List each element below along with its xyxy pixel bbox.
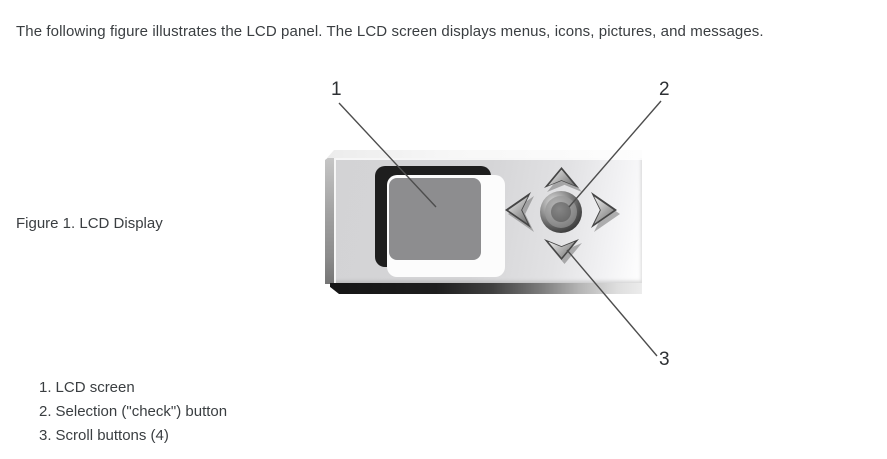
- panel-left-edge: [325, 153, 334, 284]
- figure-caption: Figure 1. LCD Display: [16, 215, 163, 232]
- scroll-up-arrow-icon: [544, 167, 579, 188]
- selection-check-button: [540, 191, 582, 233]
- legend-item-label: Scroll buttons (4): [55, 427, 169, 444]
- legend-item-number: 2.: [39, 403, 52, 420]
- legend-item-label: LCD screen: [55, 379, 135, 396]
- legend-item-label: Selection ("check") button: [55, 403, 228, 420]
- legend-item-selection-button: 2.Selection ("check") button: [39, 400, 227, 424]
- panel-bottom-shadow: [330, 283, 642, 294]
- scroll-down-arrow-icon: [544, 239, 579, 260]
- lcd-screen: [389, 178, 481, 260]
- scroll-left-arrow-icon: [505, 192, 531, 228]
- legend-item-scroll-buttons: 3.Scroll buttons (4): [39, 424, 227, 448]
- callout-number-1: 1: [331, 79, 342, 100]
- legend-item-lcd-screen: 1.LCD screen: [39, 376, 227, 400]
- panel-top-edge: [327, 150, 642, 158]
- figure-legend: 1.LCD screen 2.Selection ("check") butto…: [39, 376, 227, 448]
- selection-button-core: [551, 202, 571, 222]
- scroll-right-arrow-icon: [591, 192, 617, 228]
- legend-item-number: 3.: [39, 427, 52, 444]
- legend-item-number: 1.: [39, 379, 52, 396]
- intro-text: The following figure illustrates the LCD…: [16, 23, 764, 40]
- callout-number-3: 3: [659, 349, 670, 370]
- callout-number-2: 2: [659, 79, 670, 100]
